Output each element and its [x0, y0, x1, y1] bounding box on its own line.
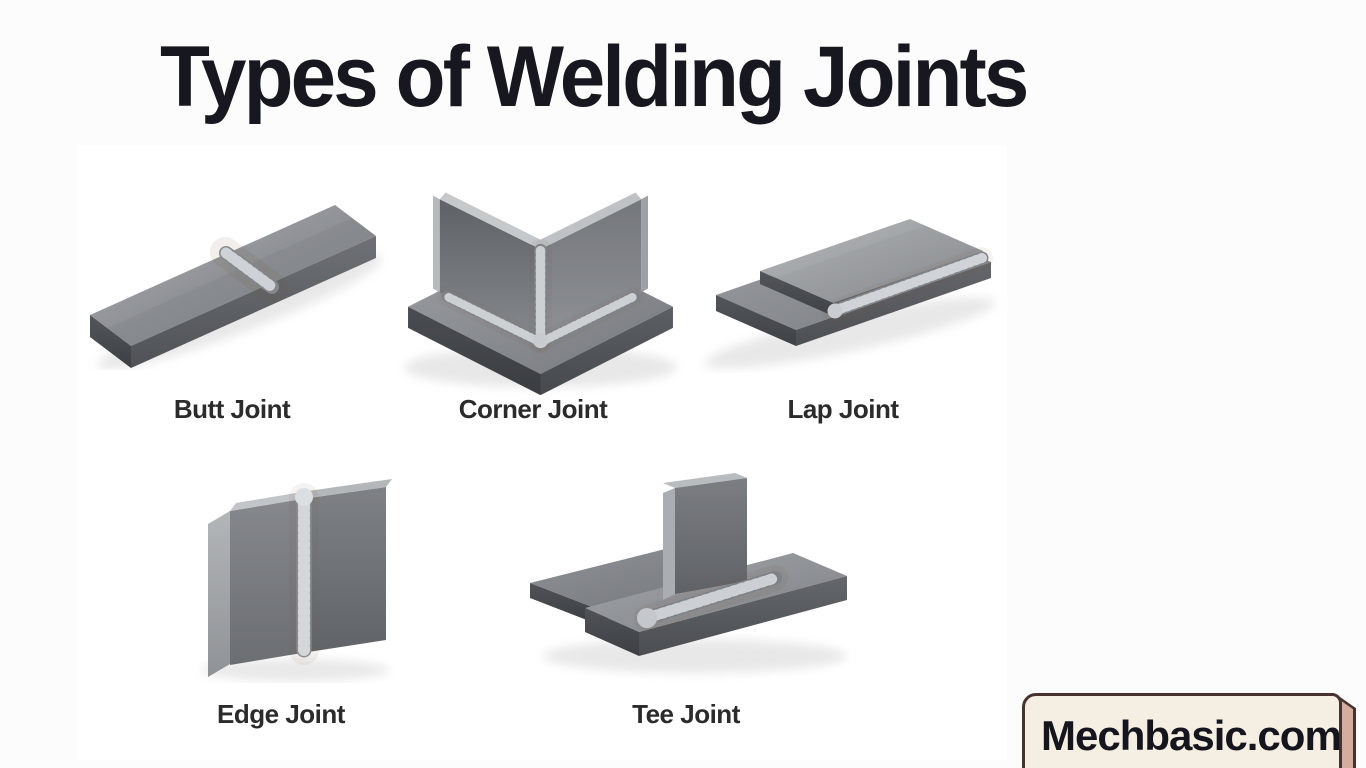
joint-label-lap: Lap Joint [787, 394, 899, 424]
joint-label-edge: Edge Joint [217, 699, 345, 729]
butt-joint-figure [80, 170, 390, 370]
watermark-text: Mechbasic.com [1041, 712, 1342, 759]
corner-joint-figure [393, 158, 688, 398]
lap-joint-image [705, 219, 995, 369]
joint-label-corner: Corner Joint [458, 394, 608, 424]
corner-joint-image [404, 192, 677, 396]
joint-label-tee: Tee Joint [632, 699, 740, 729]
watermark-badge: Mechbasic.com [1022, 693, 1342, 768]
lap-joint-figure [698, 193, 1003, 373]
page-title: Types of Welding Joints [160, 29, 1029, 125]
tee-joint-image [530, 473, 847, 673]
joint-label-butt: Butt Joint [173, 394, 291, 424]
badge-fold-edge [1340, 697, 1356, 768]
edge-joint-image [201, 479, 392, 681]
edge-joint-figure [190, 448, 405, 683]
tee-joint-figure [525, 448, 850, 683]
butt-joint-image [90, 205, 383, 370]
